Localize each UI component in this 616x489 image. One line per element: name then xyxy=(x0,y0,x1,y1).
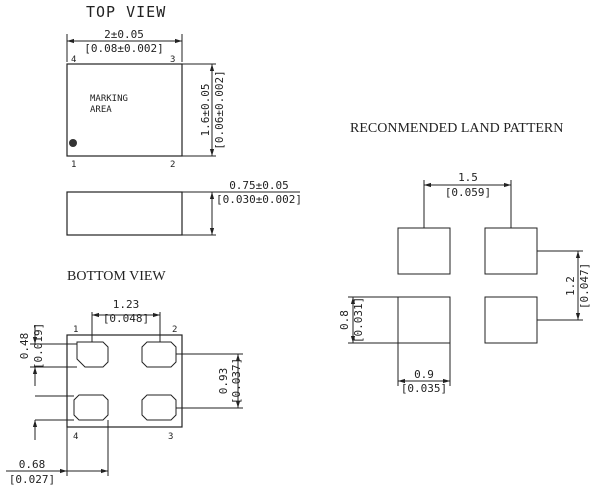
top-pin-3-label: 3 xyxy=(170,55,175,65)
bottom-pad-2 xyxy=(141,341,177,368)
bottom-view-title: BOTTOM VIEW xyxy=(67,269,166,284)
top-view-body xyxy=(66,63,183,157)
land-padw-mm: 0.9 xyxy=(414,368,434,381)
top-pin-2-label: 2 xyxy=(170,160,175,170)
bottom-pin-4-label: 4 xyxy=(73,432,78,442)
land-padh-in: [0.031] xyxy=(352,297,365,343)
bottom-padh-mm: 0.48 xyxy=(18,333,31,360)
bottom-pitchy-in: [0.037] xyxy=(230,358,243,404)
marking-area-line1: MARKING xyxy=(90,94,128,104)
top-view-title: TOP VIEW xyxy=(86,3,166,21)
side-thickness-in: [0.030±0.002] xyxy=(216,193,302,206)
bottom-padh-in: [0.019] xyxy=(32,323,45,369)
land-padh-mm: 0.8 xyxy=(338,310,351,330)
land-pitchy-mm: 1.2 xyxy=(564,276,577,296)
bottom-padw-mm: 0.68 xyxy=(19,458,46,471)
land-pad-top-right xyxy=(484,227,538,275)
bottom-pad-1 xyxy=(76,341,109,368)
bottom-pad-3 xyxy=(141,394,177,421)
top-pin-1-label: 1 xyxy=(71,160,76,170)
top-width-in: [0.08±0.002] xyxy=(84,42,163,55)
top-view: TOP VIEW 2±0.05 [0.08±0.002] 4 3 1 2 MAR… xyxy=(66,3,226,170)
land-pad-bottom-right xyxy=(484,296,538,344)
land-padw-in: [0.035] xyxy=(401,382,447,395)
land-pattern-title: RECONMENDED LAND PATTERN xyxy=(350,121,563,136)
land-pitchx-mm: 1.5 xyxy=(458,171,478,184)
side-view: 0.75±0.05 [0.030±0.002] xyxy=(66,179,302,236)
top-width-mm: 2±0.05 xyxy=(104,28,144,41)
pin1-dot-icon xyxy=(69,139,77,147)
side-thickness-mm: 0.75±0.05 xyxy=(229,179,289,192)
land-pad-top-left xyxy=(397,227,451,275)
bottom-pin-1-label: 1 xyxy=(73,325,78,335)
bottom-pin-2-label: 2 xyxy=(172,325,177,335)
top-pin-4-label: 4 xyxy=(71,55,76,65)
marking-area-line2: AREA xyxy=(90,105,112,115)
top-height-in: [0.06±0.002] xyxy=(213,70,226,149)
bottom-pad-4 xyxy=(73,394,109,421)
bottom-pitchx-in: [0.048] xyxy=(103,312,149,325)
land-pad-bottom-left xyxy=(397,296,451,344)
bottom-view: BOTTOM VIEW 1.23 [0.048] 1 2 4 3 0.48 [0… xyxy=(6,269,243,486)
bottom-view-body xyxy=(66,334,183,428)
top-height-mm: 1.6±0.05 xyxy=(199,84,212,137)
side-view-body xyxy=(66,191,183,236)
bottom-pin-3-label: 3 xyxy=(168,432,173,442)
land-pitchx-in: [0.059] xyxy=(445,186,491,199)
bottom-pitchx-mm: 1.23 xyxy=(113,298,140,311)
bottom-pitchy-mm: 0.93 xyxy=(217,368,230,395)
land-pitchy-in: [0.047] xyxy=(578,263,591,309)
bottom-padw-in: [0.027] xyxy=(9,473,55,486)
land-pattern: RECONMENDED LAND PATTERN 1.5 [0.059] 1.2… xyxy=(338,121,591,395)
